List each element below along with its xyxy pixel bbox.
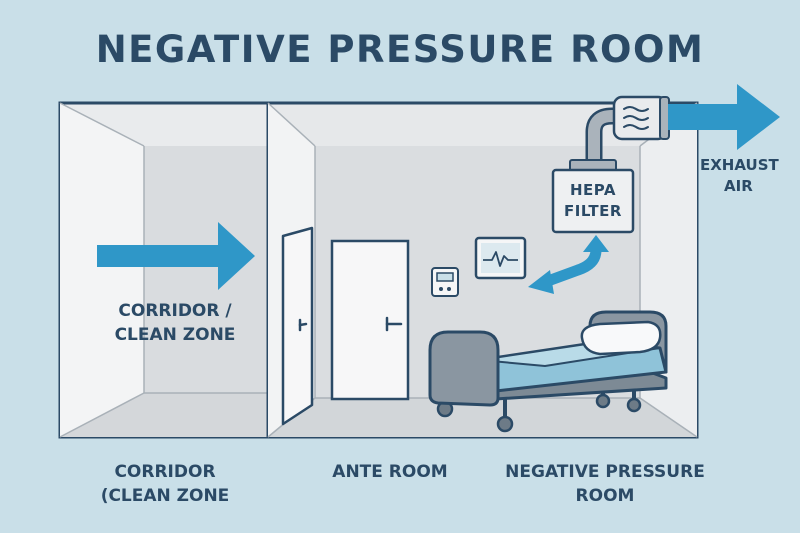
caption-corridor-line2: (CLEAN ZONE: [100, 486, 230, 506]
caption-neg-line2: ROOM: [575, 486, 635, 506]
airflow-arrow: [528, 235, 609, 294]
ante-room-door: [281, 226, 314, 426]
diagram-title: NEGATIVE PRESSURE ROOM: [95, 28, 705, 71]
exhaust-arrow: [668, 84, 780, 150]
exhaust-fan-icon: [612, 95, 670, 141]
caption-corridor: CORRIDOR (CLEAN ZONE: [90, 460, 240, 508]
exhaust-air-label: EXHAUST AIR: [700, 155, 779, 197]
hospital-bed-icon: [428, 310, 668, 433]
caption-ante-room: ANTE ROOM: [310, 460, 470, 484]
hepa-label-line1: HEPA: [569, 181, 617, 199]
caption-ante-line1: ANTE ROOM: [332, 462, 448, 482]
control-panel-icon: [431, 267, 459, 297]
caption-neg-line1: NEGATIVE PRESSURE: [505, 462, 705, 482]
patient-room-door: [330, 239, 410, 401]
hepa-filter-label: HEPA FILTER: [553, 170, 633, 232]
corridor-label-line2: CLEAN ZONE: [114, 325, 236, 345]
monitor-icon: [474, 236, 527, 280]
caption-corridor-line1: CORRIDOR: [114, 462, 216, 482]
exhaust-label-line1: EXHAUST: [700, 156, 779, 174]
exhaust-duct: [569, 107, 620, 173]
caption-negative-pressure-room: NEGATIVE PRESSURE ROOM: [480, 460, 730, 508]
corridor-zone-label: CORRIDOR / CLEAN ZONE: [100, 299, 250, 347]
inflow-arrow: [97, 222, 255, 290]
corridor-label-line1: CORRIDOR /: [118, 301, 232, 321]
hepa-label-line2: FILTER: [564, 202, 622, 220]
hepa-filter-box: [551, 168, 635, 234]
exhaust-label-line2: AIR: [724, 177, 753, 195]
